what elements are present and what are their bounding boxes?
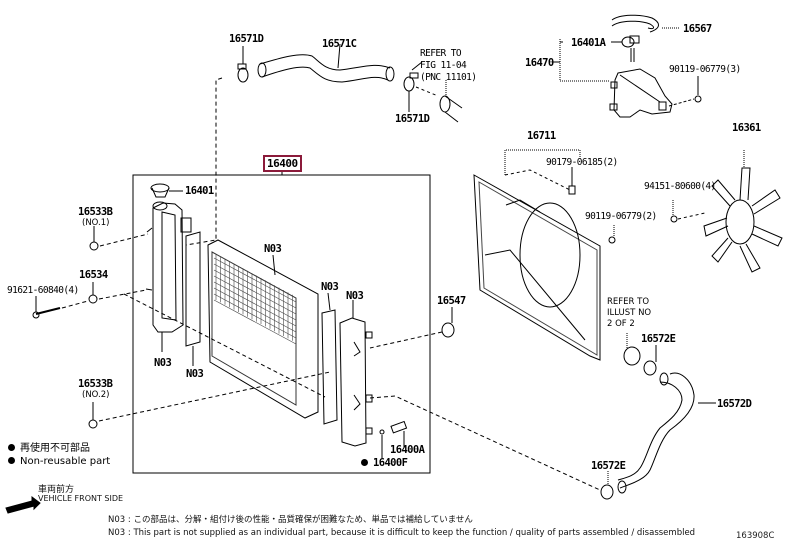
core-fin-line	[213, 263, 297, 309]
hose-clamp-top-left	[237, 46, 249, 83]
core-fin-line	[213, 275, 297, 321]
legend-non-reusable-jp: 再使用不可部品	[8, 442, 90, 455]
left-mounts	[32, 226, 331, 429]
label-16401A[interactable]: 16401A	[571, 37, 606, 49]
shroud-bolts	[568, 167, 616, 244]
label-16547[interactable]: 16547	[437, 295, 466, 307]
label-16400F-text: 16400F	[373, 457, 408, 469]
refer-illust-line1: REFER TO	[607, 297, 650, 307]
label-n03-left-gasket[interactable]: N03	[186, 368, 204, 380]
cooling-fan	[670, 150, 783, 273]
label-16533B-no2[interactable]: 16533B	[78, 378, 113, 390]
bolt-90119-3	[668, 76, 702, 107]
label-90119-06779-2[interactable]: 90119-06779(2)	[585, 211, 657, 222]
core-fin-line	[213, 299, 297, 345]
label-16400A[interactable]: 16400A	[390, 444, 425, 456]
lower-hose	[617, 372, 716, 494]
core-fin-line	[213, 287, 297, 333]
label-16572E-top[interactable]: 16572E	[641, 333, 676, 345]
direction-jp: 車両前方	[38, 485, 75, 495]
label-16470[interactable]: 16470	[525, 57, 554, 69]
label-16361[interactable]: 16361	[732, 122, 761, 134]
fan-shroud	[473, 149, 601, 361]
radiator-gasket-left	[185, 231, 201, 366]
core-fin-line	[213, 293, 297, 339]
label-n03-right-gasket[interactable]: N03	[321, 281, 339, 293]
label-16571D-top[interactable]: 16571D	[229, 33, 264, 45]
cushion-16547	[369, 307, 455, 349]
label-91621-60840-4[interactable]: 91621-60840(4)	[7, 285, 79, 296]
illustration-id: 163908C	[736, 531, 775, 541]
label-n03-core[interactable]: N03	[264, 243, 282, 255]
radiator-core-fins	[213, 254, 297, 345]
label-16567[interactable]: 16567	[683, 23, 712, 35]
label-16533B-no2-sub: (NO.2)	[82, 390, 110, 400]
label-16533B-no1-sub: (NO.1)	[82, 218, 110, 228]
note-en: N03 : This part is not supplied as an in…	[108, 528, 696, 538]
label-16572E-bottom[interactable]: 16572E	[591, 460, 626, 472]
engine-outlet-pipe	[439, 80, 463, 123]
reservoir-cap	[611, 35, 640, 62]
core-fin-line	[213, 269, 297, 315]
refer-illust-line2: ILLUST NO	[607, 308, 652, 318]
label-16533B-no1[interactable]: 16533B	[78, 206, 113, 218]
label-16571C[interactable]: 16571C	[322, 38, 357, 50]
legend-non-reusable-en: Non-reusable part	[8, 455, 110, 468]
upper-hose	[257, 43, 395, 83]
lower-hose-clamps	[600, 333, 657, 500]
label-94151-80600-4[interactable]: 94151-80600(4)	[644, 181, 716, 192]
refer-fig-line2: FIG 11-04	[420, 60, 467, 71]
bullet-icon	[8, 457, 15, 464]
reservoir-tank	[553, 39, 673, 118]
label-16711[interactable]: 16711	[527, 130, 556, 142]
label-16400-highlighted[interactable]: 16400	[263, 155, 302, 172]
bullet-icon	[8, 444, 15, 451]
label-90179-06185-2[interactable]: 90179-06185(2)	[546, 157, 618, 168]
label-16401[interactable]: 16401	[185, 185, 214, 197]
drain-cock	[379, 420, 408, 458]
core-fin-line	[213, 281, 297, 327]
radiator-right-tank	[339, 300, 373, 447]
overflow-hose	[611, 14, 680, 33]
legend-jp-text: 再使用不可部品	[20, 443, 90, 454]
direction-en: VEHICLE FRONT SIDE	[38, 494, 124, 503]
label-16534[interactable]: 16534	[79, 269, 108, 281]
radiator-cap	[150, 183, 183, 198]
refer-illust-line3: 2 OF 2	[607, 319, 635, 329]
label-16400F[interactable]: 16400F	[361, 457, 408, 469]
leader-upper-hose	[185, 77, 223, 246]
legend-en-text: Non-reusable part	[20, 456, 111, 467]
refer-fig-line1: REFER TO	[420, 48, 462, 59]
vehicle-front-arrow-icon	[5, 496, 41, 514]
label-n03-right-tank[interactable]: N03	[346, 290, 364, 302]
refer-fig-line3: (PNC 11101)	[420, 72, 477, 83]
label-16571D-bottom[interactable]: 16571D	[395, 113, 430, 125]
core-fin-line	[213, 257, 297, 303]
label-n03-left-tank[interactable]: N03	[154, 357, 172, 369]
radiator-gasket-right	[321, 292, 338, 425]
hose-clamp-top-right	[403, 61, 439, 112]
radiator-left-tank	[145, 201, 192, 352]
radiator-core	[207, 239, 319, 419]
note-jp: N03 : この部品は、分解・組付け後の性能・品質確保が困難なため、単品では補給…	[108, 515, 473, 525]
leader-lower-hose	[369, 395, 601, 491]
label-90119-06779-3[interactable]: 90119-06779(3)	[669, 64, 741, 75]
label-16572D[interactable]: 16572D	[717, 398, 752, 410]
non-reusable-bullet-icon	[361, 459, 368, 466]
